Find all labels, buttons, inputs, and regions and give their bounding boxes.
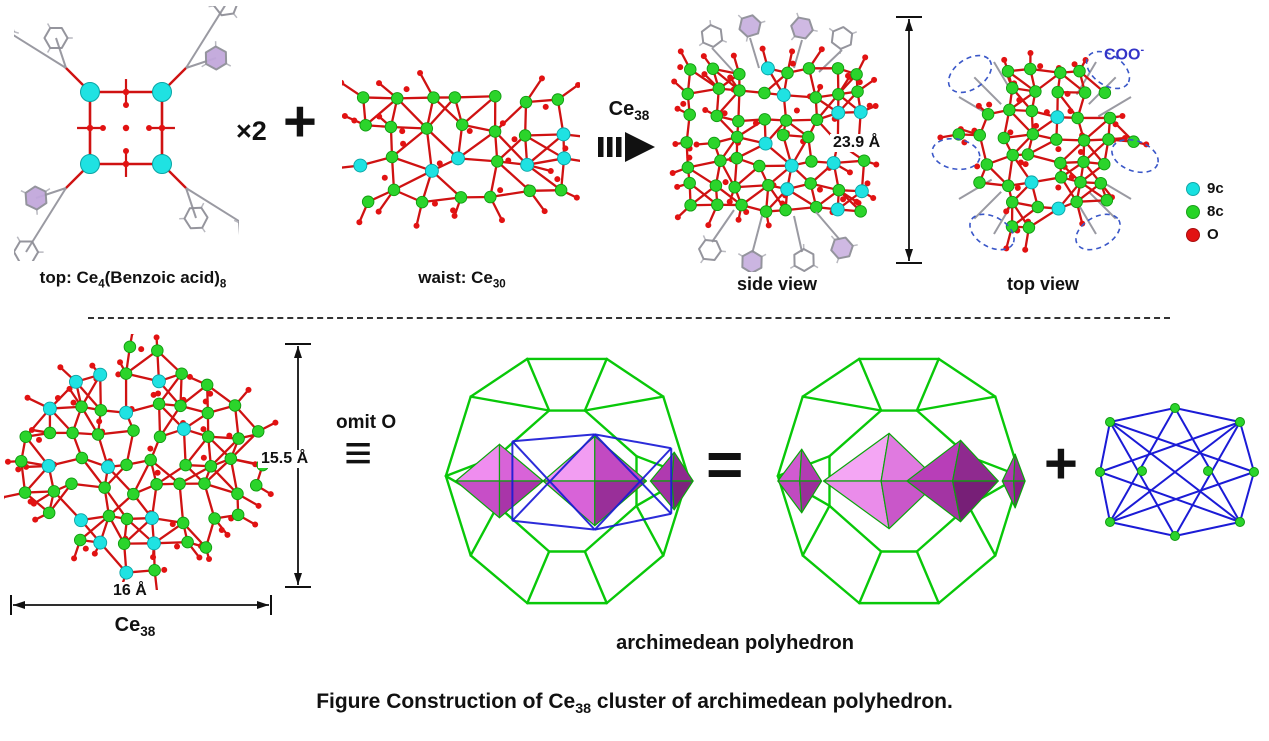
legend-label-9c: 9c <box>1207 180 1224 197</box>
legend-item-oxygen: O <box>1186 226 1224 243</box>
reaction-arrow-icon <box>598 132 655 162</box>
ce38-width-value: 16 Å <box>110 582 150 600</box>
legend: 9c 8c O <box>1186 180 1224 243</box>
width-dimension-arrow-ce38 <box>10 595 272 615</box>
coo-group-label: COO- <box>1104 44 1144 64</box>
arrow-label-text: Ce <box>608 98 635 120</box>
ce4-label-sub1: 4 <box>98 278 105 291</box>
ce38-cluster-structure <box>4 334 282 590</box>
coo-label-charge: - <box>1140 44 1145 56</box>
identical-symbol: ≡ <box>344 427 373 480</box>
blue-net-framework <box>1095 403 1259 541</box>
legend-label-8c: 8c <box>1207 203 1224 220</box>
ce4-benzoate-label: top: Ce4(Benzoic acid)8 <box>8 268 258 290</box>
height-dimension-arrow-side-view <box>896 16 922 264</box>
waist-label-sub: 30 <box>492 278 506 291</box>
omit-oxygen-label: omit O <box>336 412 397 433</box>
arrow-label-sub: 38 <box>634 108 650 123</box>
caption-text: Figure Construction of Ce <box>316 690 576 713</box>
ce38-height-value: 15.5 Å <box>258 450 312 468</box>
coo-label-text: COO <box>1104 46 1141 64</box>
ce38-label-sub: 38 <box>140 624 156 639</box>
archimedean-polyhedron-combined <box>444 357 694 605</box>
ce38-cluster-label: Ce38 <box>55 614 215 639</box>
ce4-benzoate-structure <box>14 6 239 261</box>
side-view-height-value: 23.9 Å <box>830 134 884 152</box>
ce4-label-sub2: 8 <box>219 278 227 291</box>
legend-label-oxygen: O <box>1207 226 1219 243</box>
legend-swatch-oxygen <box>1186 227 1200 242</box>
caption-sub: 38 <box>575 701 592 718</box>
equals-symbol: = <box>706 428 744 500</box>
side-view-label: side view <box>736 274 818 294</box>
waist-label-text: waist: Ce <box>418 268 493 287</box>
reaction-arrow-label: Ce38 <box>596 98 662 123</box>
ce38-label-text: Ce <box>114 614 141 636</box>
multiplier-label: ×2 <box>236 116 267 146</box>
ce30-waist-label: waist: Ce30 <box>352 268 572 290</box>
figure-caption: Figure Construction of Ce38 cluster of a… <box>0 690 1269 717</box>
legend-swatch-8c <box>1186 204 1200 219</box>
caption-post: cluster of archimedean polyhedron. <box>591 690 953 713</box>
ce30-waist-structure <box>342 69 580 229</box>
section-divider <box>88 317 1170 319</box>
legend-swatch-9c <box>1186 181 1200 196</box>
archimedean-polyhedron-label: archimedean polyhedron <box>616 632 854 654</box>
ce38-side-view-structure <box>669 12 883 272</box>
top-view-label: top view <box>1006 274 1079 294</box>
plus-operator-bottom: + <box>1044 431 1078 496</box>
archimedean-polyhedron-octahedra <box>776 357 1026 605</box>
legend-item-9c: 9c <box>1186 180 1224 197</box>
ce4-label-text: top: Ce <box>39 268 99 287</box>
plus-operator-top: + <box>283 89 317 154</box>
ce38-top-view-structure <box>931 50 1159 253</box>
ce4-label-mid: (Benzoic acid) <box>104 268 220 287</box>
legend-item-8c: 8c <box>1186 203 1224 220</box>
